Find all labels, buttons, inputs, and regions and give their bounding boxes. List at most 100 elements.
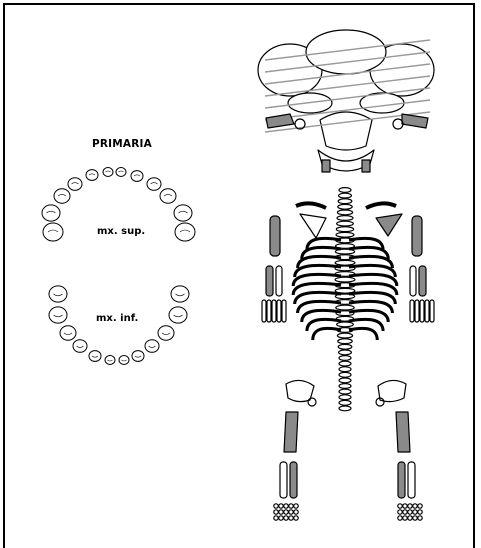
foot-right-bone — [413, 504, 417, 508]
foot-left-bone — [289, 510, 293, 514]
vertebra — [339, 361, 351, 366]
foot-right-bone — [408, 516, 412, 520]
femur-right — [396, 412, 410, 452]
foot-left-bone — [279, 504, 283, 508]
hand-right-finger — [410, 300, 414, 322]
vertebra — [339, 367, 351, 372]
radius-right — [419, 266, 426, 296]
hand-left-finger — [267, 300, 271, 322]
hand-right-finger — [415, 300, 419, 322]
skeleton-icon — [258, 30, 434, 520]
lower-tooth — [171, 286, 189, 302]
vertebra — [339, 400, 351, 405]
upper-tooth — [86, 170, 98, 181]
foot-right-bone — [413, 510, 417, 514]
vertebra — [339, 384, 351, 389]
vertebra — [336, 305, 354, 310]
vertebra — [339, 406, 351, 411]
humerus-right — [412, 216, 422, 256]
lower-tooth — [60, 326, 76, 340]
foot-right-bone — [403, 510, 407, 514]
ulna-right — [410, 266, 416, 296]
foot-right-bone — [398, 510, 402, 514]
upper-tooth — [42, 205, 60, 221]
foot-left-bone — [289, 504, 293, 508]
foot-left-bone — [294, 504, 298, 508]
hand-left-finger — [262, 300, 266, 322]
vertebra — [337, 322, 354, 327]
ischium-left — [308, 398, 316, 406]
foot-right-bone — [408, 504, 412, 508]
foot-left-bone — [284, 510, 288, 514]
lower-tooth — [73, 340, 87, 353]
scapula-left — [300, 214, 326, 238]
tibia-left — [280, 462, 287, 498]
lower-tooth — [145, 340, 159, 353]
hand-left-finger — [277, 300, 281, 322]
vertebra — [339, 350, 352, 355]
mandible-right-gray — [362, 160, 370, 172]
fibula-right — [398, 462, 405, 498]
foot-right-bone — [408, 510, 412, 514]
lower-jaw-label: mx. inf. — [96, 313, 138, 324]
skull-occipital — [320, 112, 372, 150]
foot-left-bone — [294, 516, 298, 520]
rib-left — [313, 328, 341, 340]
vertebra — [337, 333, 352, 338]
vertebra — [337, 221, 354, 226]
foot-left-bone — [274, 510, 278, 514]
vertebra — [339, 372, 351, 377]
vertebra — [338, 344, 352, 349]
vertebra — [339, 378, 351, 383]
rib-right — [349, 328, 377, 340]
tibia-right — [408, 462, 415, 498]
lower-tooth — [158, 326, 174, 340]
foot-left-bone — [279, 516, 283, 520]
vertebra — [336, 227, 353, 232]
hand-right-finger — [430, 300, 434, 322]
vertebra — [339, 389, 351, 394]
femur-left — [284, 412, 298, 452]
dental-chart-icon — [42, 168, 195, 365]
vertebra — [339, 193, 352, 198]
foot-left-bone — [274, 516, 278, 520]
upper-tooth — [175, 223, 195, 241]
foot-left-bone — [274, 504, 278, 508]
zygomatic-right — [402, 114, 428, 128]
hand-left-finger — [272, 300, 276, 322]
hand-right-finger — [425, 300, 429, 322]
skull-frontal — [306, 30, 386, 74]
ulna-left — [276, 266, 282, 296]
upper-tooth — [54, 189, 70, 203]
clavicle-left — [296, 203, 326, 208]
humerus-left — [270, 216, 280, 256]
lower-tooth — [132, 351, 144, 362]
vertebra — [339, 356, 351, 361]
vertebra — [339, 395, 351, 400]
vertebra — [338, 204, 352, 209]
lower-tooth — [119, 356, 129, 365]
vertebra — [335, 260, 355, 265]
foot-left-bone — [294, 510, 298, 514]
scapula-right — [376, 214, 402, 236]
lower-tooth — [89, 351, 101, 362]
clavicle-right — [366, 203, 396, 208]
upper-tooth — [43, 223, 63, 241]
vertebra — [337, 216, 353, 221]
zygomatic-left — [266, 114, 294, 128]
foot-right-bone — [398, 504, 402, 508]
vertebra — [335, 277, 355, 282]
foot-right-bone — [418, 510, 422, 514]
vertebra — [338, 339, 352, 344]
vertebra — [336, 232, 354, 237]
foot-right-bone — [403, 516, 407, 520]
lower-tooth — [169, 307, 187, 323]
foot-left-bone — [289, 516, 293, 520]
foot-right-bone — [418, 516, 422, 520]
foot-right-bone — [413, 516, 417, 520]
mandible-left-gray — [322, 160, 330, 172]
lower-tooth — [49, 307, 67, 323]
hand-right-finger — [420, 300, 424, 322]
upper-tooth — [103, 168, 113, 177]
